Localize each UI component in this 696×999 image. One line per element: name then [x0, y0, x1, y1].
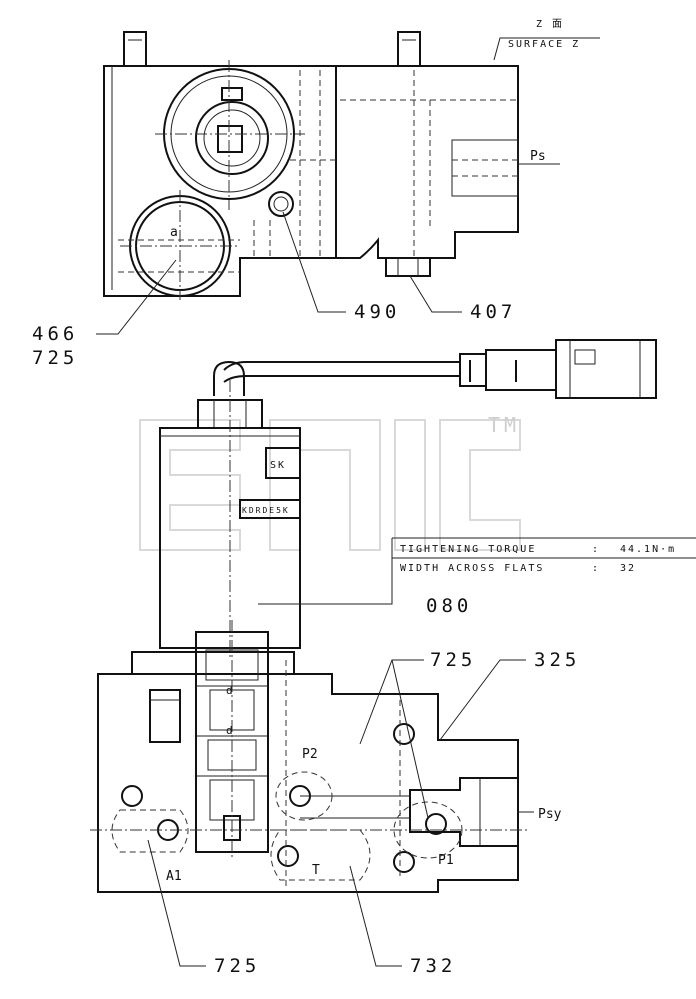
- torque-sep: :: [592, 544, 600, 555]
- leader-732: [349, 865, 402, 967]
- port-ps-label: Ps: [530, 149, 546, 164]
- watermark-logo: TM: [139, 413, 521, 551]
- svg-text:d: d: [226, 684, 233, 697]
- torque-value: 44.1N·m: [620, 544, 676, 555]
- flats-sep: :: [592, 563, 600, 574]
- leader-325: [439, 659, 526, 741]
- part-725-mid: 725: [430, 649, 476, 671]
- part-080: 080: [426, 595, 472, 617]
- part-466: 466: [32, 323, 78, 345]
- flats-value: 32: [620, 563, 636, 574]
- bottom-valve-block: d d: [90, 620, 530, 893]
- surface-z-leader: [493, 37, 600, 61]
- port-t-label: T: [312, 863, 320, 878]
- leader-466: [96, 259, 177, 335]
- leader-490: [282, 211, 346, 313]
- leader-407: [409, 275, 462, 313]
- svg-text:d: d: [226, 724, 233, 737]
- leader-725-mid-b: [391, 659, 429, 819]
- port-p1-label: P1: [438, 853, 454, 868]
- part-725-bottom: 725: [214, 955, 260, 977]
- port-psy-label: Psy: [538, 807, 562, 822]
- part-725-top: 725: [32, 347, 78, 369]
- flats-label: WIDTH ACROSS FLATS: [400, 563, 544, 574]
- torque-spec-box: TIGHTENING TORQUE : 44.1N·m WIDTH ACROSS…: [391, 537, 696, 600]
- torque-label: TIGHTENING TORQUE: [400, 544, 536, 555]
- solenoid-model-label: KDRDE5K: [242, 506, 290, 515]
- part-407: 407: [470, 301, 516, 323]
- port-p2-label: P2: [302, 747, 318, 762]
- surface-z-cjk: Z 面: [536, 19, 564, 30]
- port-a-label: a: [170, 225, 178, 240]
- part-325: 325: [534, 649, 580, 671]
- part-732: 732: [410, 955, 456, 977]
- top-valve-body: a: [103, 31, 520, 300]
- watermark-tm: TM: [488, 413, 520, 437]
- part-490: 490: [354, 301, 400, 323]
- solenoid-assembly: SK KDRDE5K: [159, 339, 657, 660]
- surface-z-label: SURFACE Z: [508, 39, 580, 50]
- leader-725-bottom: [147, 839, 206, 967]
- leader-080: [258, 590, 393, 605]
- port-a1-label: A1: [166, 869, 182, 884]
- solenoid-sk-label: SK: [270, 460, 286, 471]
